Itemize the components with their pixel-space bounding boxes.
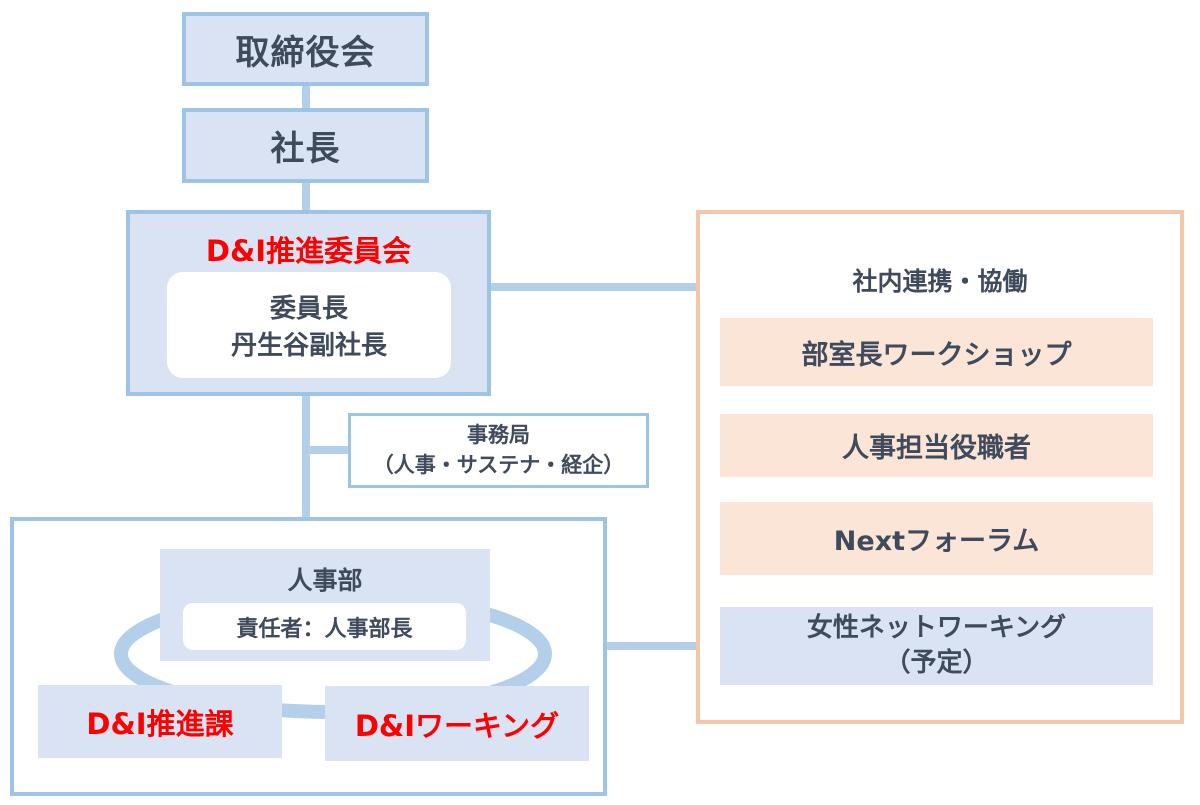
di-promotion-section-box[interactable]: D&I推進課 xyxy=(38,685,282,758)
president-label: 社長 xyxy=(270,129,341,169)
collab-item-label: 女性ネットワーキング xyxy=(806,612,1067,643)
president-box[interactable]: 社長 xyxy=(182,108,429,183)
chair-name: 丹生谷副社長 xyxy=(230,331,387,361)
connector-president-committee xyxy=(302,182,310,212)
hr-dept-title: 人事部 xyxy=(287,566,363,595)
connector-hr-networking xyxy=(606,642,722,650)
di-promotion-section-label: D&I推進課 xyxy=(86,706,234,741)
secretariat-box[interactable]: 事務局 （人事・サステナ・経企） xyxy=(348,413,649,488)
connector-committee-collaboration xyxy=(490,283,698,291)
collab-item-label: 人事担当役職者 xyxy=(842,433,1031,464)
di-working-label: D&Iワーキング xyxy=(354,708,560,743)
di-working-box[interactable]: D&Iワーキング xyxy=(325,686,589,761)
collaboration-title: 社内連携・協働 xyxy=(852,267,1028,296)
committee-chair-card: 委員長 丹生谷副社長 xyxy=(167,272,451,378)
board-label: 取締役会 xyxy=(235,32,376,73)
connector-secretariat xyxy=(306,446,350,454)
secretariat-members: （人事・サステナ・経企） xyxy=(372,452,625,477)
committee-title: D&I推進委員会 xyxy=(205,234,412,268)
collab-item-workshop[interactable]: 部室長ワークショップ xyxy=(720,318,1153,386)
hr-dept-box[interactable]: 人事部 責任者：人事部長 xyxy=(160,549,490,661)
collab-item-next-forum[interactable]: Nextフォーラム xyxy=(720,502,1153,575)
connector-board-president xyxy=(302,85,310,109)
collab-item-hr-officers[interactable]: 人事担当役職者 xyxy=(720,414,1153,477)
collab-item-label: 部室長ワークショップ xyxy=(801,339,1072,371)
hr-responsible-card: 責任者：人事部長 xyxy=(183,603,466,650)
collab-item-sub: （予定） xyxy=(884,648,989,678)
board-box[interactable]: 取締役会 xyxy=(182,12,429,86)
connector-committee-hr xyxy=(302,395,310,519)
committee-box[interactable]: D&I推進委員会 委員長 丹生谷副社長 xyxy=(126,210,491,396)
secretariat-title: 事務局 xyxy=(467,423,530,448)
collab-item-women-network[interactable]: 女性ネットワーキング （予定） xyxy=(720,607,1153,685)
collab-item-label: Nextフォーラム xyxy=(833,526,1040,557)
hr-responsible: 責任者：人事部長 xyxy=(236,616,413,642)
chair-role: 委員長 xyxy=(269,294,348,324)
